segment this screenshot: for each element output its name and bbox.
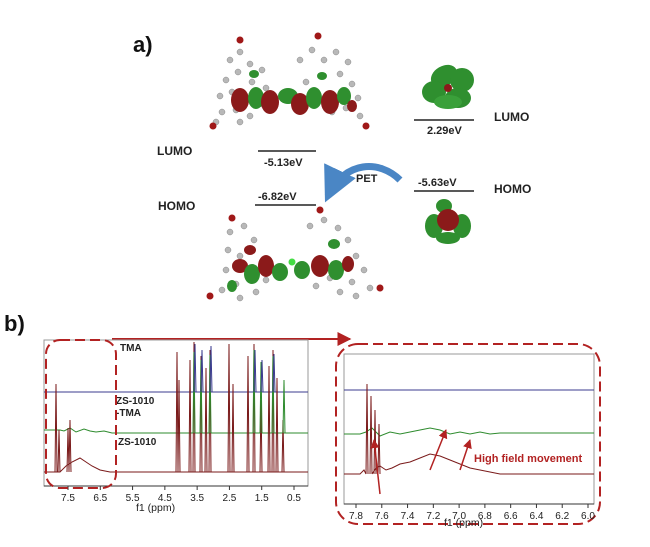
trace-label-zs1010-tma-line2: -TMA xyxy=(116,408,141,419)
panel-b-label: b) xyxy=(4,311,25,336)
right-axis-tick-label: 6.8 xyxy=(478,511,492,522)
right-axis-tick-label: 7.6 xyxy=(375,511,389,522)
molecule-lumo-orbital xyxy=(209,32,370,130)
right-axis-tick-label: 7.4 xyxy=(401,511,415,522)
trace-zs1010-baseline xyxy=(44,457,308,473)
right-axis-tick-label: 6.4 xyxy=(529,511,543,522)
left-homo-energy: -6.82eV xyxy=(258,191,297,203)
pet-label: PET xyxy=(356,173,378,185)
left-peaks xyxy=(54,341,286,473)
right-lumo-label: LUMO xyxy=(494,110,529,124)
right-homo-label: HOMO xyxy=(494,182,531,196)
left-axis-tick-label: 1.5 xyxy=(255,493,269,504)
shift-arrow-1 xyxy=(370,439,381,495)
left-homo-label: HOMO xyxy=(158,199,195,213)
right-axis-tick-label: 6.0 xyxy=(581,511,595,522)
zoom-box xyxy=(335,343,601,525)
right-axis-tick-label: 6.6 xyxy=(504,511,518,522)
right-axis-tick-label: 7.8 xyxy=(349,511,363,522)
left-axis-tick-label: 0.5 xyxy=(287,493,301,504)
trace-label-zs1010: ZS-1010 xyxy=(118,437,157,448)
tma-homo-orbital xyxy=(425,199,471,244)
high-field-annotation: High field movement xyxy=(474,453,583,465)
left-axis-tick-label: 7.5 xyxy=(61,493,75,504)
right-lumo-energy: 2.29eV xyxy=(427,125,463,137)
left-axis-tick-label: 5.5 xyxy=(126,493,140,504)
right-axis-ticks: 7.8 7.6 7.4 7.2 7.0 6.8 6.6 6.4 6.2 6.0 xyxy=(349,504,595,522)
zoom-trace-zs1010 xyxy=(344,453,594,475)
shift-arrow-3 xyxy=(459,439,472,471)
right-axis-tick-label: 7.2 xyxy=(426,511,440,522)
trace-label-tma: TMA xyxy=(120,343,142,354)
right-homo-energy: -5.63eV xyxy=(418,177,457,189)
left-axis-tick-label: 2.5 xyxy=(222,493,236,504)
trace-label-zs1010-tma-line1: ZS-1010 xyxy=(116,396,155,407)
tma-lumo-orbital xyxy=(422,64,474,109)
left-axis-ticks: 7.5 6.5 5.5 4.5 3.5 2.5 1.5 0.5 xyxy=(61,486,301,504)
shift-arrow-2 xyxy=(429,429,448,471)
pet-arrow xyxy=(324,163,403,203)
molecule-homo-orbital xyxy=(206,206,384,302)
right-axis-tick-label: 6.2 xyxy=(555,511,569,522)
left-axis-tick-label: 6.5 xyxy=(93,493,107,504)
left-axis-title: f1 (ppm) xyxy=(136,502,175,514)
left-axis-tick-label: 3.5 xyxy=(190,493,204,504)
left-lumo-label: LUMO xyxy=(157,144,192,158)
zoom-peaks xyxy=(365,383,381,475)
panel-a-label: a) xyxy=(133,32,153,57)
zoom-trace-zs1010-tma xyxy=(344,427,594,437)
right-axis-title: f1 (ppm) xyxy=(444,517,483,529)
right-spectrum-frame xyxy=(343,353,595,505)
left-axis-tick-label: 4.5 xyxy=(158,493,172,504)
left-highlight-box xyxy=(45,339,117,489)
right-axis-tick-label: 7.0 xyxy=(452,511,466,522)
left-lumo-energy: -5.13eV xyxy=(264,157,303,169)
